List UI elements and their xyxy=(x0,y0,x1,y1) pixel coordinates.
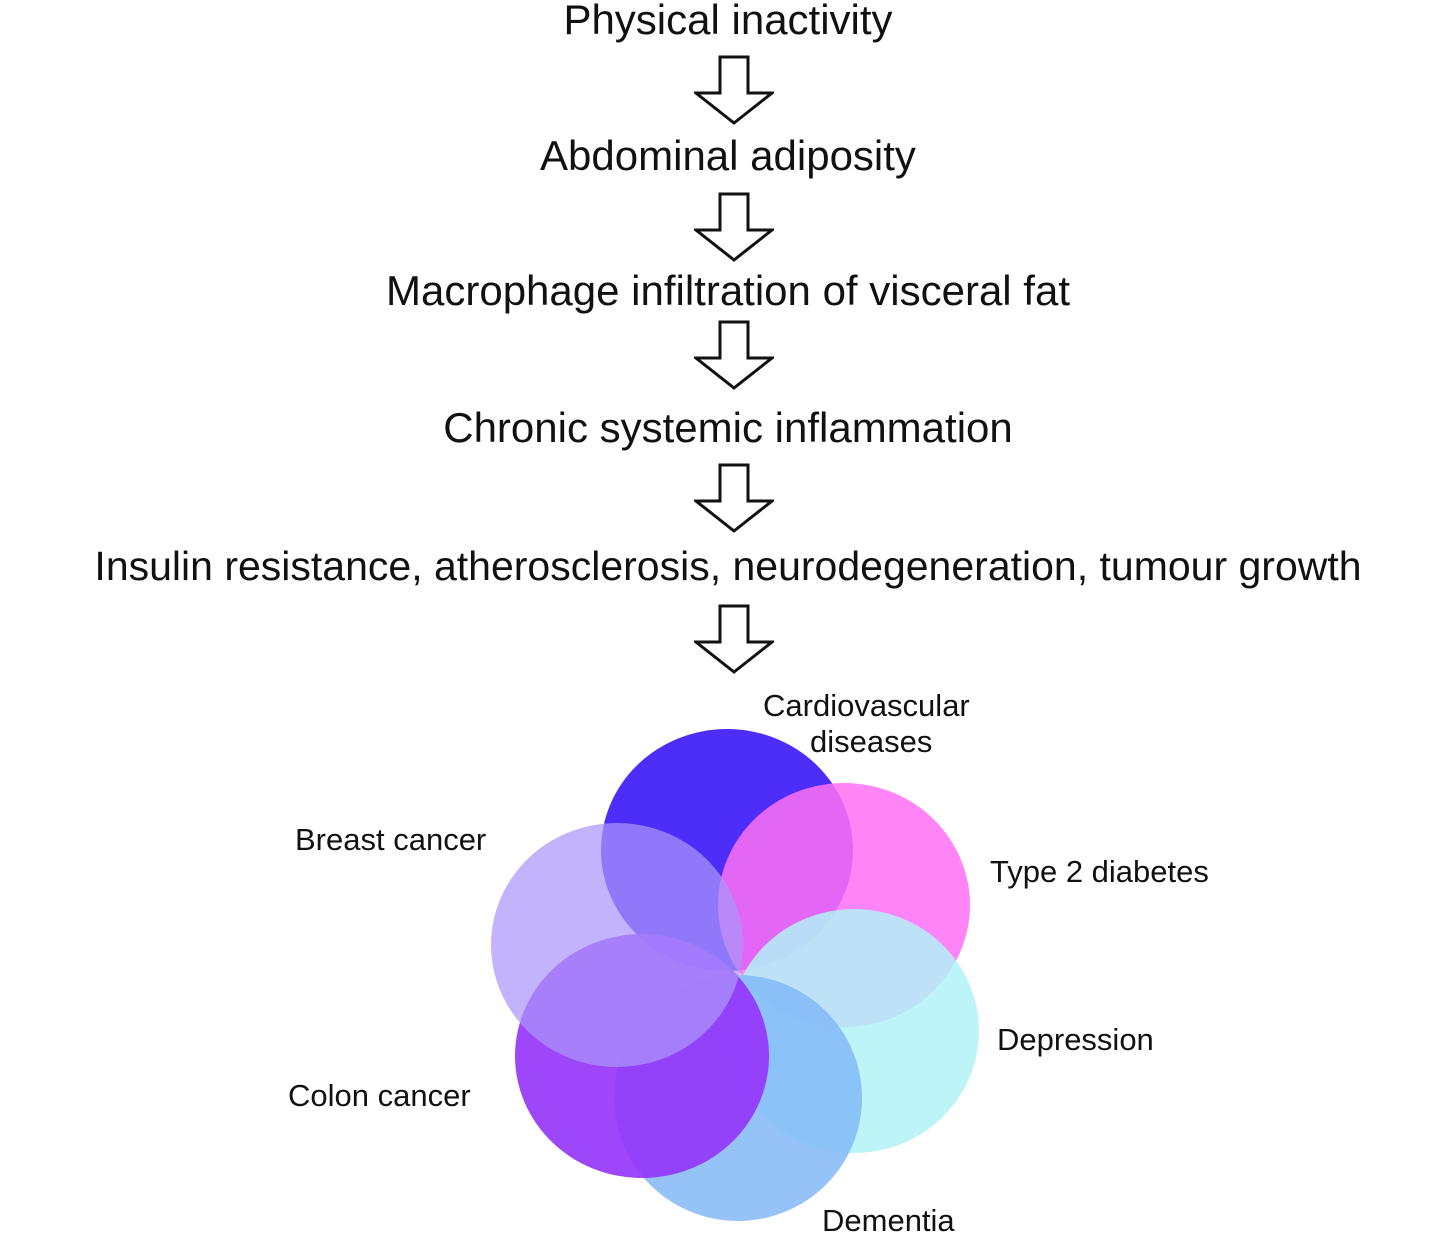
step-physical-inactivity: Physical inactivity xyxy=(563,0,893,43)
breast-cancer-circle xyxy=(491,823,743,1067)
down-arrow-icon xyxy=(694,192,774,262)
dementia-circle xyxy=(614,975,862,1221)
label-dementia: Dementia xyxy=(822,1203,955,1238)
type2-diabetes-circle xyxy=(718,783,970,1027)
label-breast-cancer: Breast cancer xyxy=(295,822,487,857)
step-macrophage-infiltration: Macrophage infiltration of visceral fat xyxy=(386,267,1070,314)
down-arrow-icon xyxy=(694,320,774,390)
label-cardiovascular-line2: diseases xyxy=(810,724,933,759)
cardiovascular-circle xyxy=(601,729,853,971)
down-arrow-icon xyxy=(694,604,774,674)
down-arrow-icon xyxy=(694,463,774,533)
label-depression: Depression xyxy=(997,1022,1154,1057)
depression-circle xyxy=(729,909,979,1153)
label-colon-cancer: Colon cancer xyxy=(288,1078,471,1113)
step-disease-mechanisms: Insulin resistance, atherosclerosis, neu… xyxy=(94,543,1362,589)
label-type2-diabetes: Type 2 diabetes xyxy=(990,854,1209,889)
step-chronic-inflammation: Chronic systemic inflammation xyxy=(443,404,1013,451)
label-cardiovascular-line1: Cardiovascular xyxy=(763,688,970,723)
down-arrow-icon xyxy=(694,55,774,125)
colon-cancer-circle xyxy=(515,934,769,1178)
step-abdominal-adiposity: Abdominal adiposity xyxy=(540,132,916,179)
